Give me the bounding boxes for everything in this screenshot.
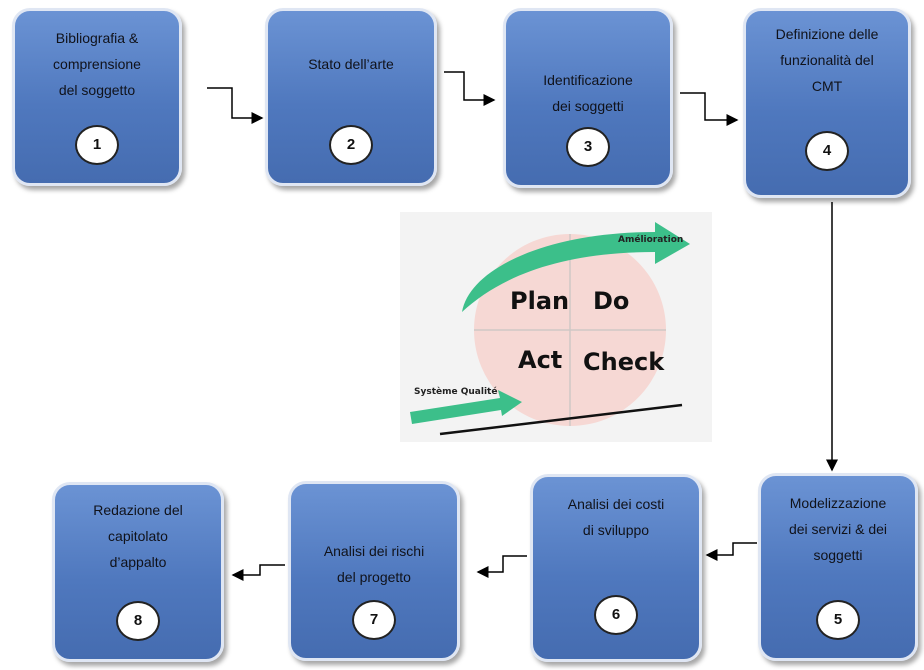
step-3-number: 3 <box>566 127 610 167</box>
act-label: Act <box>518 346 562 374</box>
quality-arrow-icon <box>410 390 522 424</box>
step-5-label: Modelizzazione dei servizi & dei soggett… <box>788 495 888 563</box>
step-8-number: 8 <box>116 601 160 641</box>
step-7-box: Analisi dei rischi del progetto 7 <box>288 481 460 661</box>
step-7-label: Analisi dei rischi del progetto <box>323 543 425 585</box>
arrow-6-7 <box>476 555 527 578</box>
quality-system-label: Système Qualité <box>414 386 497 397</box>
step-2-box: Stato dell’arte 2 <box>265 8 437 186</box>
step-3-box: Identificazione dei soggetti 3 <box>503 8 673 188</box>
plan-label: Plan <box>510 287 569 315</box>
pdca-cycle-image: Amélioration Système Qualité Plan Do Act… <box>400 212 712 442</box>
step-6-box: Analisi dei costi di sviluppo 6 <box>530 474 702 662</box>
arrow-1-2 <box>207 87 264 124</box>
check-label: Check <box>583 348 665 376</box>
step-4-label: Definizione delle funzionalità del CMT <box>775 26 879 94</box>
step-4-box: Definizione delle funzionalità del CMT 4 <box>743 8 911 198</box>
step-6-number: 6 <box>594 595 638 635</box>
do-label: Do <box>593 287 629 315</box>
step-8-box: Redazione del capitolato d’appalto 8 <box>52 482 224 662</box>
arrow-7-8 <box>231 564 285 581</box>
step-1-box: Bibliografia & comprensione del soggetto… <box>12 8 182 186</box>
step-4-number: 4 <box>805 131 849 171</box>
step-5-box: Modelizzazione dei servizi & dei soggett… <box>758 473 918 661</box>
step-3-label: Identificazione dei soggetti <box>543 72 633 114</box>
improvement-arrow-icon <box>462 222 690 312</box>
arrow-5-6 <box>705 542 757 561</box>
step-7-number: 7 <box>352 600 396 640</box>
step-8-label: Redazione del capitolato d’appalto <box>93 502 183 570</box>
improvement-label: Amélioration <box>618 234 683 245</box>
step-2-number: 2 <box>329 125 373 165</box>
step-6-label: Analisi dei costi di sviluppo <box>567 496 665 538</box>
arrow-2-3 <box>444 71 496 106</box>
step-5-number: 5 <box>816 600 860 640</box>
step-1-number: 1 <box>75 125 119 165</box>
arrow-3-4 <box>680 92 739 126</box>
step-1-label: Bibliografia & comprensione del soggetto <box>53 30 141 98</box>
step-2-label: Stato dell’arte <box>308 56 394 72</box>
ramp-line <box>439 403 683 436</box>
